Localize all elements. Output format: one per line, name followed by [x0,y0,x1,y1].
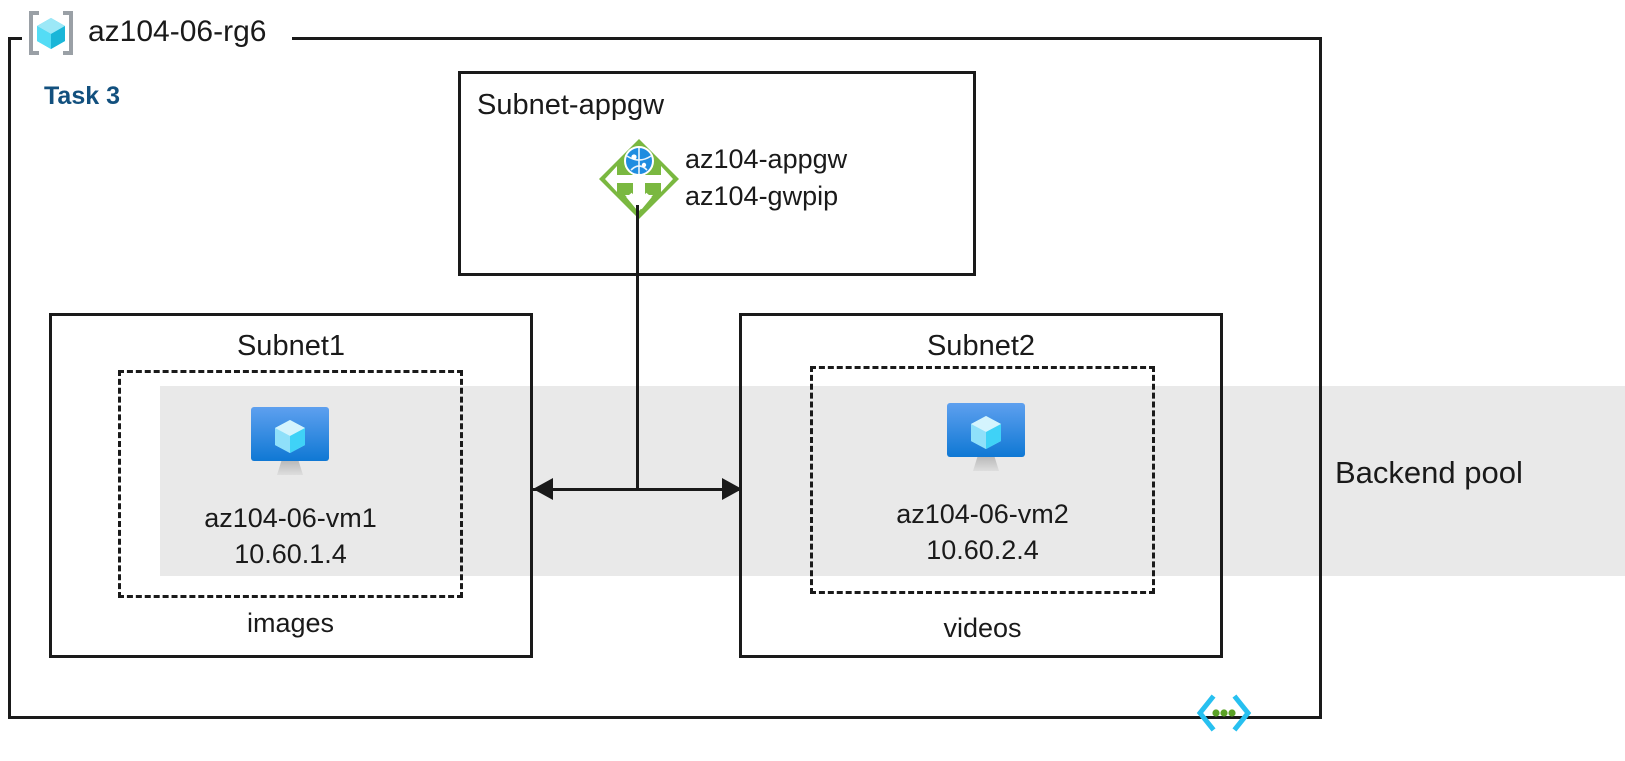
backend-pool-band [160,386,1625,576]
application-gateway-labels: az104-appgw az104-gwpip [685,141,847,215]
virtual-machine-icon [945,399,1027,477]
arrow-head-left [533,478,553,500]
subnet-link-line [533,488,742,491]
subnet1-title: Subnet1 [236,330,346,362]
resource-group-border-gap [22,28,292,48]
resource-group-name: az104-06-rg6 [88,15,267,48]
appgw-vertical-connector [636,205,639,490]
subnet2-vm-dashed-boundary [810,366,1155,594]
subnet-appgw-box: Subnet-appgw [458,71,976,276]
subnet2-vm-labels: az104-06-vm2 10.60.2.4 [810,496,1155,568]
vm2-name: az104-06-vm2 [896,499,1069,529]
subnet1-vm-labels: az104-06-vm1 10.60.1.4 [118,500,463,572]
vm2-ip: 10.60.2.4 [926,535,1039,565]
appgw-resource-name: az104-appgw [685,144,848,174]
subnet2-box: Subnet2 [739,313,1223,658]
subnet2-caption: videos [943,613,1022,643]
resource-group-container [8,37,1322,719]
subnet1-box: Subnet1 [49,313,533,658]
backend-pool-label: Backend pool [1335,455,1523,490]
application-gateway-icon [595,135,683,223]
arrow-head-right [722,478,742,500]
subnet1-caption: images [246,608,335,638]
vm1-ip: 10.60.1.4 [234,539,347,569]
appgw-public-ip-name: az104-gwpip [685,181,839,211]
vm1-name: az104-06-vm1 [204,503,377,533]
resource-group-cube-icon [25,10,77,56]
code-brackets-dots-icon [1196,694,1252,732]
subnet1-vm-dashed-boundary [118,370,463,598]
subnet2-title: Subnet2 [926,330,1036,362]
task-title: Task 3 [44,82,120,110]
virtual-machine-icon [249,403,331,481]
subnet-appgw-title: Subnet-appgw [477,89,665,121]
